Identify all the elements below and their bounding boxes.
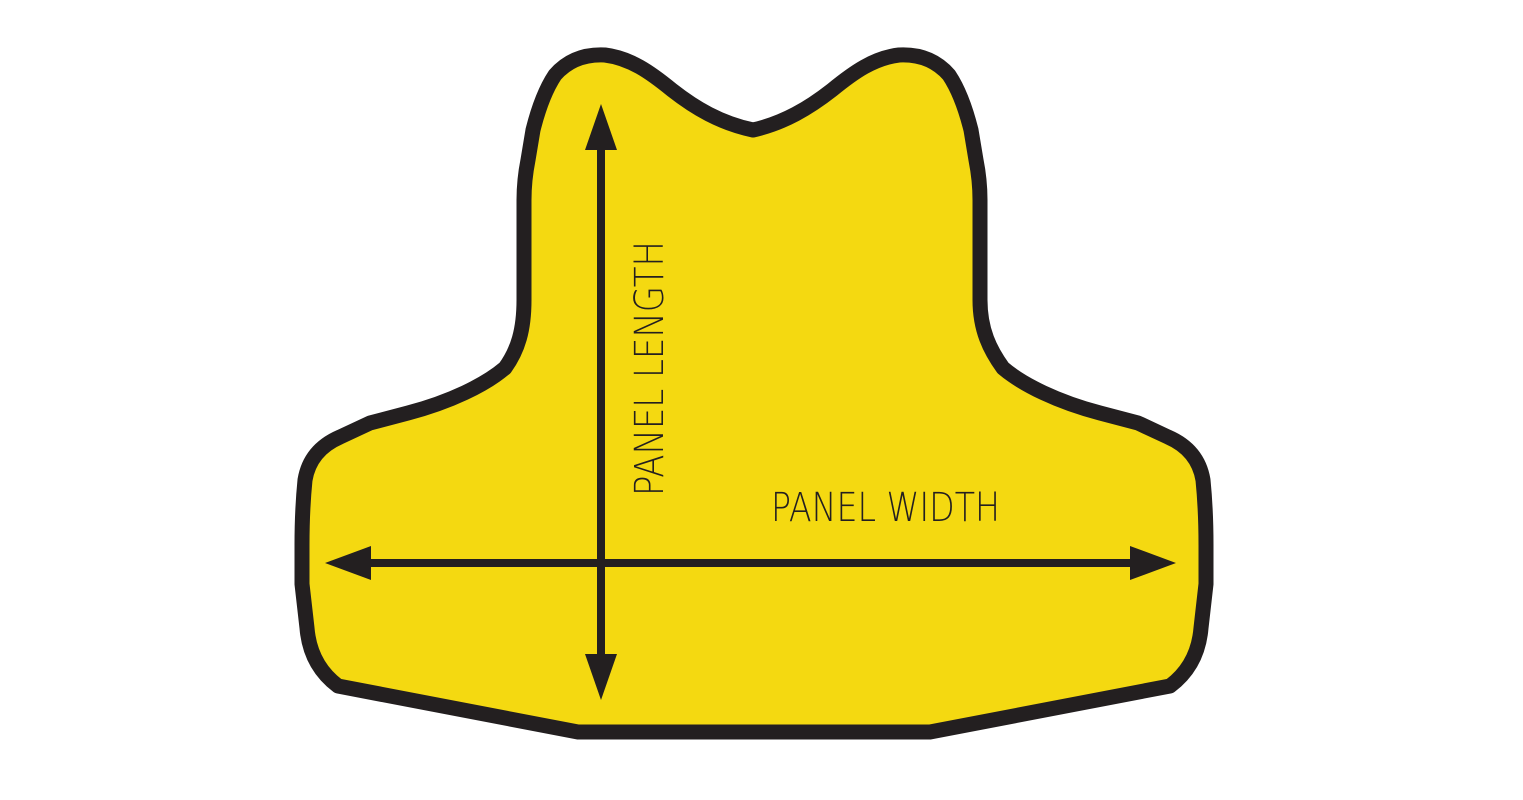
panel-length-arrow bbox=[585, 104, 617, 700]
arrowhead-left-icon bbox=[325, 546, 371, 580]
panel-length-label: PANEL LENGTH bbox=[627, 241, 673, 496]
arrowhead-right-icon bbox=[1130, 546, 1176, 580]
panel-width-label: PANEL WIDTH bbox=[771, 485, 1000, 531]
vest-panel-shape bbox=[294, 47, 1214, 740]
panel-width-arrow bbox=[325, 546, 1176, 580]
arrowhead-down-icon bbox=[585, 654, 617, 700]
arrowhead-up-icon bbox=[585, 104, 617, 150]
